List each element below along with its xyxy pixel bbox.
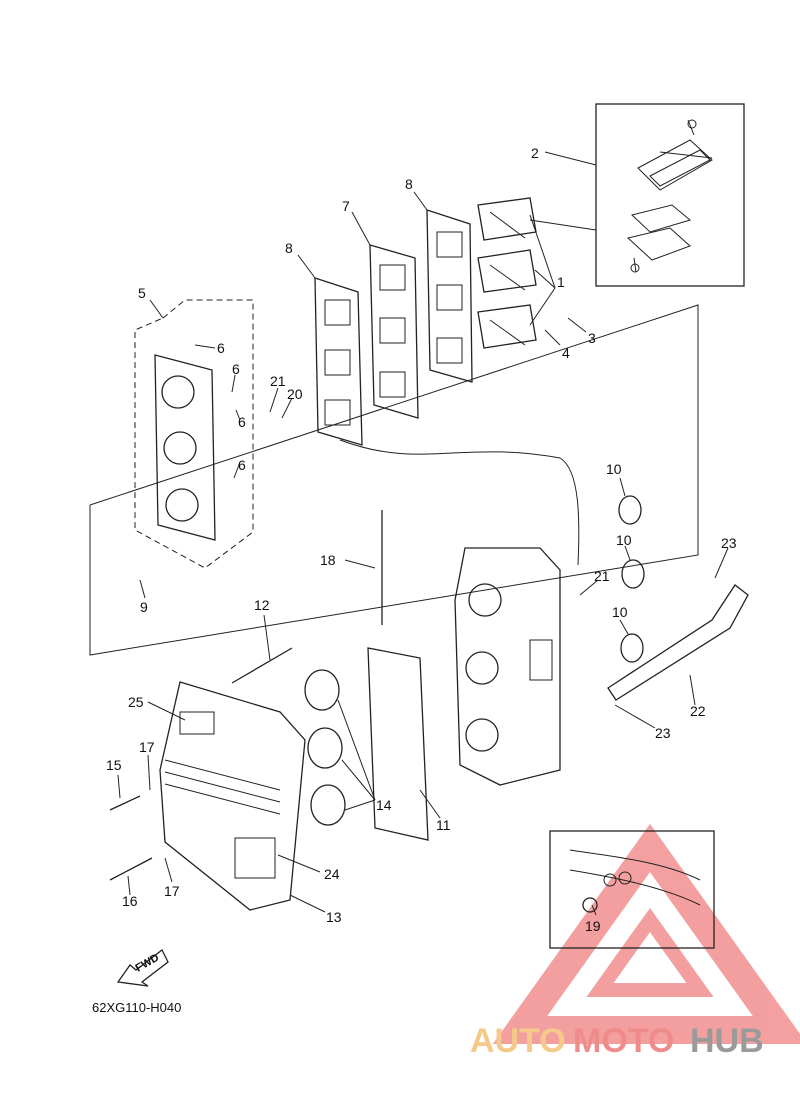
gasket-plates: [314, 209, 473, 446]
callout-6b: 6: [232, 361, 240, 377]
diagram-code: 62XG110-H040: [92, 1000, 181, 1015]
callout-8b: 8: [405, 176, 413, 192]
reed-valve-assembly: [477, 197, 537, 349]
callout-6d: 6: [238, 457, 246, 473]
callout-2: 2: [531, 145, 539, 161]
leader-frame: [89, 304, 699, 656]
o-rings: [618, 495, 645, 663]
watermark-hub: HUB: [690, 1022, 764, 1060]
callout-20: 20: [287, 386, 303, 402]
inset-19-box: [549, 830, 715, 949]
callout-19: 19: [585, 918, 601, 934]
callout-10a: 10: [606, 461, 622, 477]
callout-1: 1: [557, 274, 565, 290]
callout-22: 22: [690, 703, 706, 719]
callout-leaders: [117, 151, 729, 916]
callout-6a: 6: [217, 340, 225, 356]
callout-14: 14: [376, 797, 392, 813]
callout-6c: 6: [238, 414, 246, 430]
callout-21b: 21: [594, 568, 610, 584]
callout-3: 3: [588, 330, 596, 346]
callout-8a: 8: [285, 240, 293, 256]
silencer-cover: [159, 681, 306, 911]
callout-18: 18: [320, 552, 336, 568]
callout-15: 15: [106, 757, 122, 773]
silencer-gaskets: [304, 647, 429, 841]
reed-valve-inset: [595, 103, 745, 287]
callout-13: 13: [326, 909, 342, 925]
watermark-auto: AUTO: [470, 1022, 566, 1060]
callout-labels: 1 2 3 4 5 6 6 6 6 7 8 8 9 10 10 10 11 12…: [106, 145, 737, 934]
fasteners-and-links: [109, 439, 749, 881]
callout-21a: 21: [270, 373, 286, 389]
watermark-text: AUTO MOTO HUB: [470, 1022, 764, 1060]
callout-11: 11: [436, 817, 451, 833]
callout-23b: 23: [655, 725, 671, 741]
callout-10b: 10: [616, 532, 632, 548]
callout-4: 4: [562, 345, 570, 361]
watermark-moto: MOTO: [573, 1022, 674, 1060]
callout-12: 12: [254, 597, 270, 613]
callout-25: 25: [128, 694, 144, 710]
callout-17a: 17: [139, 739, 155, 755]
callout-7: 7: [342, 198, 350, 214]
callout-9: 9: [140, 599, 148, 615]
watermark-logo: [492, 823, 800, 1044]
callout-24: 24: [324, 866, 340, 882]
callout-23a: 23: [721, 535, 737, 551]
fwd-arrow-icon: FWD: [116, 949, 169, 987]
callout-17b: 17: [164, 883, 180, 899]
callout-16: 16: [122, 893, 138, 909]
intake-manifold: [134, 299, 254, 569]
callout-5: 5: [138, 285, 146, 301]
callout-10c: 10: [612, 604, 628, 620]
carburetor-assembly: [454, 547, 561, 786]
